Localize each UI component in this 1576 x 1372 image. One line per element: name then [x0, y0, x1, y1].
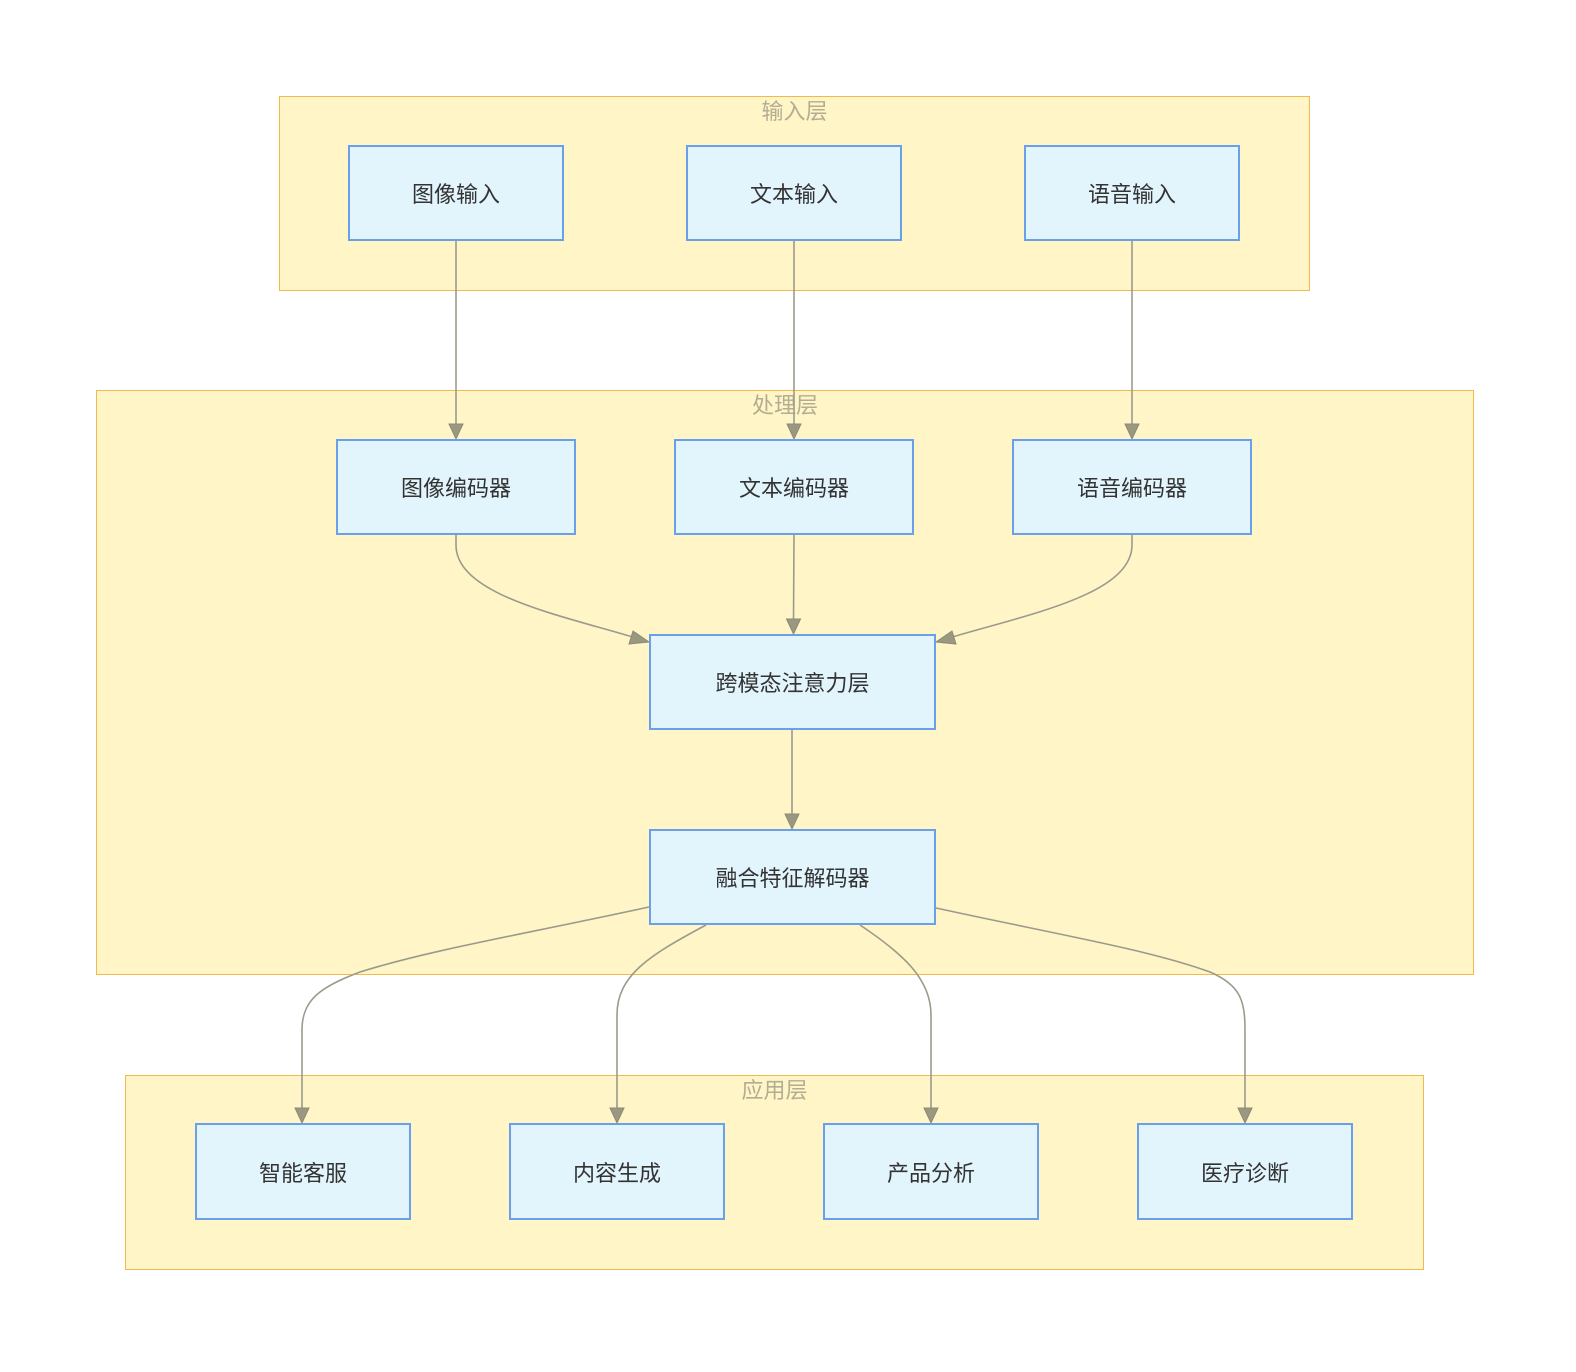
- node-fusion-feature-decoder[interactable]: 融合特征解码器: [649, 829, 936, 925]
- node-label: 图像编码器: [400, 477, 511, 502]
- node-smart-service[interactable]: 智能客服: [195, 1123, 411, 1220]
- node-label: 语音编码器: [1076, 477, 1187, 502]
- cluster-title-input-layer: 输入层: [761, 100, 828, 125]
- node-label: 跨模态注意力层: [715, 672, 870, 697]
- node-speech-encoder[interactable]: 语音编码器: [1012, 439, 1252, 535]
- node-label: 融合特征解码器: [715, 867, 870, 892]
- node-product-analysis[interactable]: 产品分析: [823, 1123, 1039, 1220]
- node-medical-diagnosis[interactable]: 医疗诊断: [1137, 1123, 1353, 1220]
- node-label: 图像输入: [411, 183, 500, 208]
- node-cross-modal-attention[interactable]: 跨模态注意力层: [649, 634, 936, 730]
- node-label: 医疗诊断: [1200, 1161, 1289, 1187]
- node-speech-input[interactable]: 语音输入: [1024, 145, 1240, 241]
- node-text-input[interactable]: 文本输入: [686, 145, 902, 241]
- node-content-generation[interactable]: 内容生成: [509, 1123, 725, 1220]
- node-label: 产品分析: [886, 1161, 975, 1187]
- cluster-title-app-layer: 应用层: [741, 1079, 808, 1104]
- node-image-input[interactable]: 图像输入: [348, 145, 564, 241]
- cluster-title-process-layer: 处理层: [751, 394, 818, 419]
- node-image-encoder[interactable]: 图像编码器: [336, 439, 576, 535]
- node-text-encoder[interactable]: 文本编码器: [674, 439, 914, 535]
- node-label: 语音输入: [1087, 183, 1176, 208]
- node-label: 文本输入: [749, 183, 838, 208]
- node-label: 文本编码器: [738, 477, 849, 502]
- node-label: 智能客服: [258, 1161, 347, 1187]
- node-label: 内容生成: [572, 1161, 661, 1187]
